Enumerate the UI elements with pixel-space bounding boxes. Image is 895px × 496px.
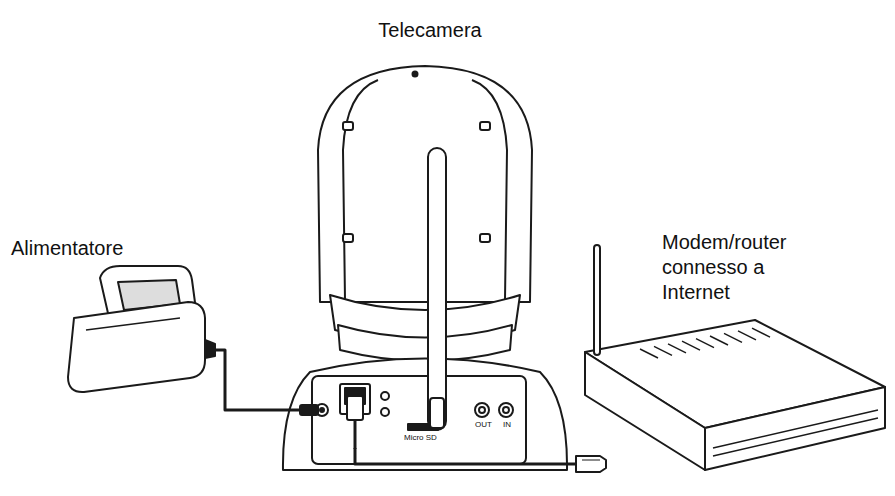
camera-base bbox=[283, 359, 567, 471]
cable bbox=[212, 350, 300, 410]
rj-plug bbox=[576, 456, 606, 472]
router-vents-part bbox=[710, 336, 728, 345]
router-part bbox=[713, 418, 878, 456]
ethernet-plug-part bbox=[347, 396, 363, 420]
camera-neck-part bbox=[338, 325, 512, 361]
camera-base-part bbox=[381, 408, 389, 416]
router-vents-part bbox=[696, 339, 714, 348]
camera-base-part bbox=[283, 359, 567, 471]
rj-plug-part bbox=[576, 456, 606, 472]
router-vents-part bbox=[682, 341, 700, 350]
camera-head-part bbox=[343, 122, 353, 130]
camera-antenna-part bbox=[430, 398, 444, 428]
camera-head-part bbox=[343, 234, 353, 242]
router-part bbox=[585, 352, 705, 470]
power-supply-part bbox=[68, 302, 205, 392]
dc-plug bbox=[300, 405, 318, 415]
rj-plug-part bbox=[582, 460, 600, 461]
ethernet-plug-part bbox=[354, 420, 357, 449]
router-vents-part bbox=[752, 328, 770, 337]
camera-head-part bbox=[318, 66, 532, 302]
camera-head-part bbox=[343, 80, 378, 300]
camera-base-part bbox=[499, 403, 513, 417]
camera-neck bbox=[330, 295, 520, 361]
camera-head bbox=[318, 66, 532, 302]
camera-head-part bbox=[480, 234, 490, 242]
device-label: Alimentatore bbox=[11, 236, 123, 261]
router-part bbox=[594, 245, 600, 355]
router-vents-part bbox=[724, 333, 742, 342]
router-vents-part bbox=[738, 331, 756, 340]
camera-base-part bbox=[475, 403, 489, 417]
camera-base-part bbox=[312, 376, 526, 464]
camera-base-part bbox=[503, 407, 509, 413]
router-vents-part bbox=[668, 344, 686, 353]
camera-head-part bbox=[413, 72, 418, 77]
device-node: Modem/router connesso a Internet bbox=[575, 226, 890, 470]
port-label: IN bbox=[502, 420, 512, 429]
camera-base-part bbox=[320, 408, 324, 412]
router-part bbox=[713, 410, 878, 448]
camera-base-part bbox=[381, 392, 389, 400]
cable bbox=[355, 448, 575, 464]
device-node: Telecamera bbox=[300, 8, 560, 448]
device-label: Modem/router connesso a Internet bbox=[662, 230, 822, 305]
port-label: Micro SD bbox=[403, 433, 438, 442]
camera-antenna bbox=[428, 148, 446, 430]
power-supply bbox=[68, 266, 215, 392]
router-vents bbox=[640, 328, 770, 358]
router-vents-part bbox=[654, 346, 672, 355]
power-supply-part bbox=[86, 318, 180, 330]
device-label: Telecamera bbox=[378, 18, 481, 43]
device-node: Alimentatore bbox=[5, 232, 212, 395]
router bbox=[585, 245, 885, 470]
dc-plug-part bbox=[300, 405, 318, 415]
camera-antenna-part bbox=[428, 148, 446, 430]
ethernet-plug bbox=[347, 396, 363, 449]
camera-head-part bbox=[480, 122, 490, 130]
router-part bbox=[705, 387, 885, 470]
camera-base-part bbox=[479, 407, 485, 413]
router-vents-part bbox=[640, 349, 658, 358]
camera-head-part bbox=[472, 80, 507, 300]
port-label: OUT bbox=[474, 420, 493, 429]
